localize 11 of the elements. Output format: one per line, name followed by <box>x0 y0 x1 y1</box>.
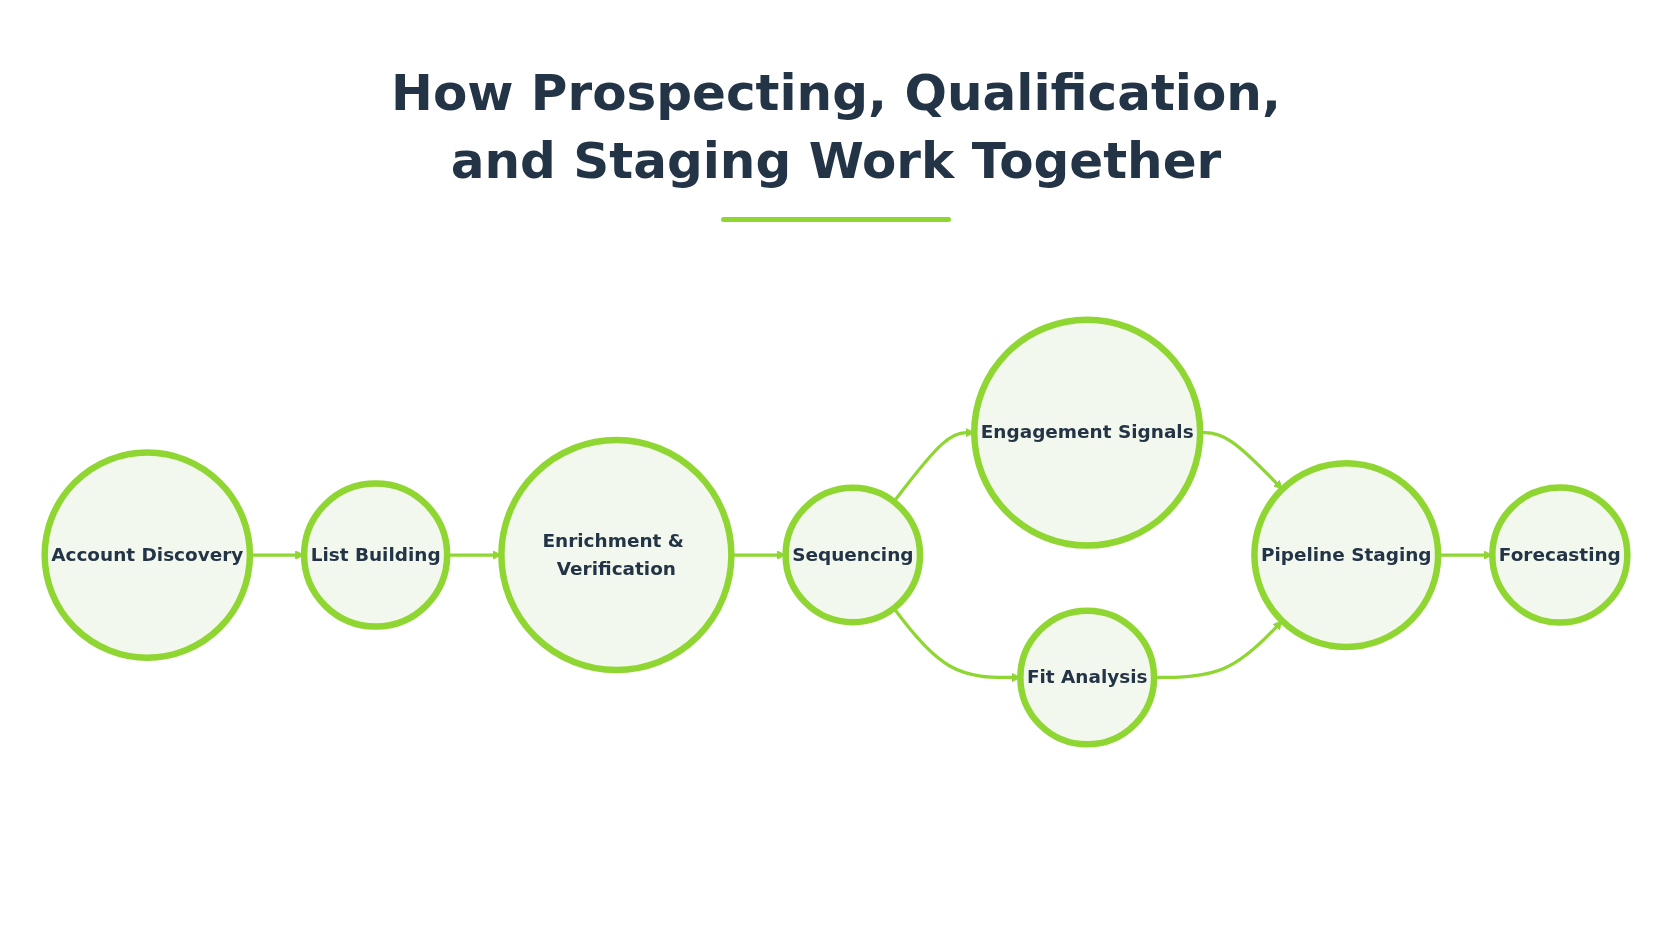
node-circle: Forecasting <box>1489 484 1631 626</box>
node-circle: Enrichment & Verification <box>498 436 735 674</box>
node-circle: Fit Analysis <box>1017 607 1158 748</box>
node-circle: Engagement Signals <box>971 316 1204 549</box>
diagram-title: How Prospecting, Qualification, and Staging Work Together <box>390 63 1282 192</box>
arrow <box>1154 620 1283 680</box>
node-circle: List Building <box>300 480 451 630</box>
node-circle: Sequencing <box>782 484 924 626</box>
node-circle: Pipeline Staging <box>1251 459 1442 651</box>
node-circle: Account Discovery <box>41 449 254 661</box>
arrow <box>1200 431 1283 490</box>
